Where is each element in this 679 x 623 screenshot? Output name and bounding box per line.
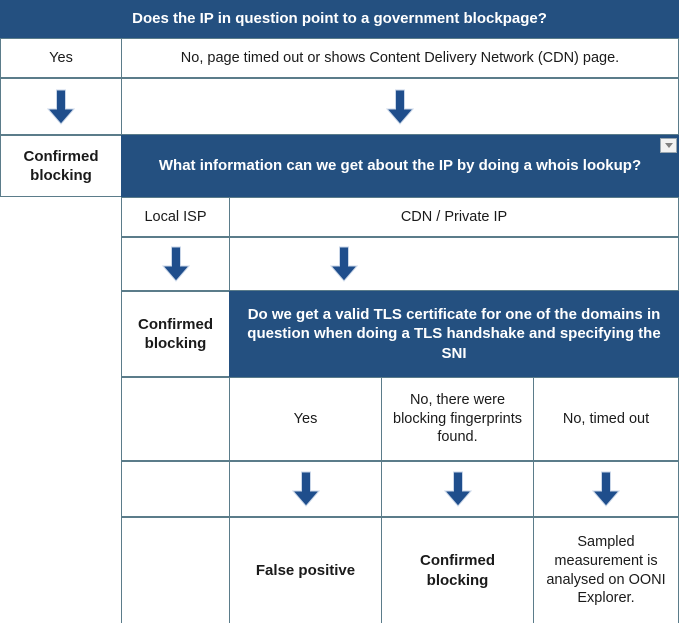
- branch3-fingerprints-arrow-cell: [381, 461, 534, 517]
- down-arrow-icon: [329, 245, 359, 283]
- left-spacer-row6: [0, 237, 122, 291]
- branch3-yes-arrow-cell: [229, 461, 382, 517]
- final-empty-cell: [121, 517, 230, 623]
- branch3-timeout-cell[interactable]: No, timed out: [533, 377, 679, 461]
- branch3-timeout-label: No, timed out: [562, 410, 650, 427]
- left-spacer-row5: [0, 197, 122, 237]
- branch2-local-isp-arrow-cell: [121, 237, 230, 291]
- branch3-arrow-empty-cell: [121, 461, 230, 517]
- branch1-yes-arrow-cell: [0, 78, 122, 135]
- flowchart-title-banner: Does the IP in question point to a gover…: [0, 0, 679, 38]
- branch1-no-label: No, page timed out or shows Content Deli…: [180, 49, 620, 66]
- down-arrow-icon: [291, 470, 321, 508]
- outcome-confirmed-blocking-3: Confirmed blocking: [381, 517, 534, 623]
- left-spacer-row7: [0, 291, 122, 377]
- outcome-confirmed-blocking-2-label: Confirmed blocking: [138, 315, 213, 352]
- branch3-yes-label: Yes: [293, 410, 318, 427]
- question-whois-label: What information can we get about the IP…: [158, 157, 642, 175]
- outcome-sampled-measurement-label: Sampled measurement is analysed on OONI …: [546, 534, 666, 607]
- branch2-local-isp-label: Local ISP: [144, 208, 207, 225]
- branch3-timeout-arrow-cell: [533, 461, 679, 517]
- branch2-cdn-arrow-cell: [229, 237, 679, 291]
- branch3-fingerprints-label: No, there were blocking fingerprints fou…: [393, 392, 522, 446]
- branch1-yes-label: Yes: [49, 49, 73, 66]
- outcome-confirmed-blocking-2: Confirmed blocking: [121, 291, 230, 377]
- question-tls-banner: Do we get a valid TLS certificate for on…: [229, 291, 679, 377]
- branch2-cdn-cell[interactable]: CDN / Private IP: [229, 197, 679, 237]
- question-whois-banner: What information can we get about the IP…: [121, 135, 679, 197]
- outcome-sampled-measurement: Sampled measurement is analysed on OONI …: [533, 517, 679, 623]
- question-tls-label: Do we get a valid TLS certificate for on…: [247, 305, 661, 362]
- filter-dropdown-icon[interactable]: [660, 138, 677, 153]
- down-arrow-icon: [591, 470, 621, 508]
- down-arrow-icon: [385, 88, 415, 126]
- left-spacer-row10: [0, 517, 122, 623]
- branch1-no-cell[interactable]: No, page timed out or shows Content Deli…: [121, 38, 679, 78]
- down-arrow-icon: [46, 88, 76, 126]
- down-arrow-icon: [161, 245, 191, 283]
- flowchart-title: Does the IP in question point to a gover…: [132, 10, 547, 28]
- outcome-false-positive: False positive: [229, 517, 382, 623]
- branch3-fingerprints-cell[interactable]: No, there were blocking fingerprints fou…: [381, 377, 534, 461]
- down-arrow-icon: [443, 470, 473, 508]
- left-spacer-row9: [0, 461, 122, 517]
- branch2-cdn-label: CDN / Private IP: [400, 208, 508, 225]
- outcome-confirmed-blocking-3-label: Confirmed blocking: [420, 552, 495, 589]
- branch2-local-isp-cell[interactable]: Local ISP: [121, 197, 230, 237]
- outcome-confirmed-blocking-1-label: Confirmed blocking: [23, 147, 99, 184]
- branch1-yes-cell[interactable]: Yes: [0, 38, 122, 78]
- outcome-confirmed-blocking-1: Confirmed blocking: [0, 135, 122, 197]
- branch3-yes-cell[interactable]: Yes: [229, 377, 382, 461]
- branch1-no-arrow-cell: [121, 78, 679, 135]
- left-spacer-row8: [0, 377, 122, 461]
- branch3-empty-cell: [121, 377, 230, 461]
- chevron-down-icon: [664, 143, 673, 148]
- outcome-false-positive-label: False positive: [255, 561, 356, 579]
